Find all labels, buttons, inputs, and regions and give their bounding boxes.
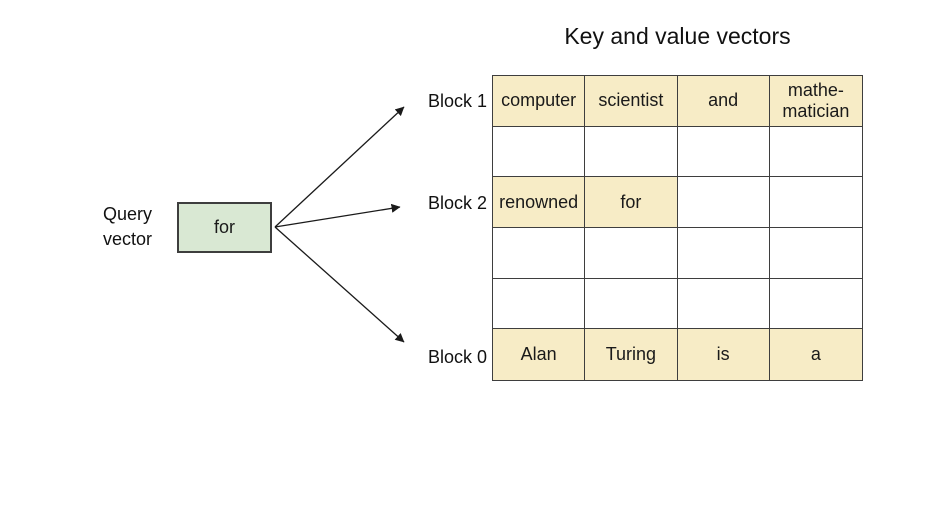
table-cell-r3-c0 xyxy=(493,228,586,279)
table-cell-r0-c0: computer xyxy=(493,76,586,127)
table-cell-r0-c2: and xyxy=(677,76,770,127)
table-cell-r2-c1: for xyxy=(585,177,678,228)
table-cell-r3-c3 xyxy=(769,228,862,279)
query-vector-box: for xyxy=(177,202,272,253)
query-vector-label: Query vector xyxy=(103,202,152,252)
table-cell-r2-c0: renowned xyxy=(493,177,586,228)
table-cell-r2-c2 xyxy=(677,177,770,228)
table-cell-r2-c3 xyxy=(769,177,862,228)
table-cell-r3-c2 xyxy=(677,228,770,279)
table-cell-r5-c3: a xyxy=(769,329,862,380)
arrow-to-block-2 xyxy=(274,203,401,228)
table-cell-r5-c2: is xyxy=(677,329,770,380)
table-cell-r4-c2 xyxy=(677,278,770,330)
table-cell-r4-c0 xyxy=(493,278,586,330)
table-cell-r5-c1: Turing xyxy=(585,329,678,380)
query-vector-label-line1: Query xyxy=(103,204,153,224)
table-cell-r1-c1 xyxy=(585,126,678,178)
table-cell-r0-c3: mathe- matician xyxy=(769,76,862,127)
table-cell-r3-c1 xyxy=(585,228,678,279)
arrow-to-block-0 xyxy=(274,226,405,343)
query-vector-label-line2: vector xyxy=(103,229,153,249)
query-token: for xyxy=(213,217,235,237)
table-cell-r1-c0 xyxy=(493,126,586,178)
block-label-2: Block 2 xyxy=(427,193,487,213)
block-label-0: Block 0 xyxy=(427,347,487,367)
diagram-title: Key and value vectors xyxy=(564,23,791,49)
table-cell-r1-c2 xyxy=(677,126,770,178)
table-cell-r0-c1: scientist xyxy=(585,76,678,127)
block-label-1: Block 1 xyxy=(427,91,487,111)
table-cell-r1-c3 xyxy=(769,126,862,178)
table-cell-r5-c0: Alan xyxy=(493,329,586,380)
table-cell-r4-c3 xyxy=(769,278,862,330)
table-cell-r4-c1 xyxy=(585,278,678,330)
